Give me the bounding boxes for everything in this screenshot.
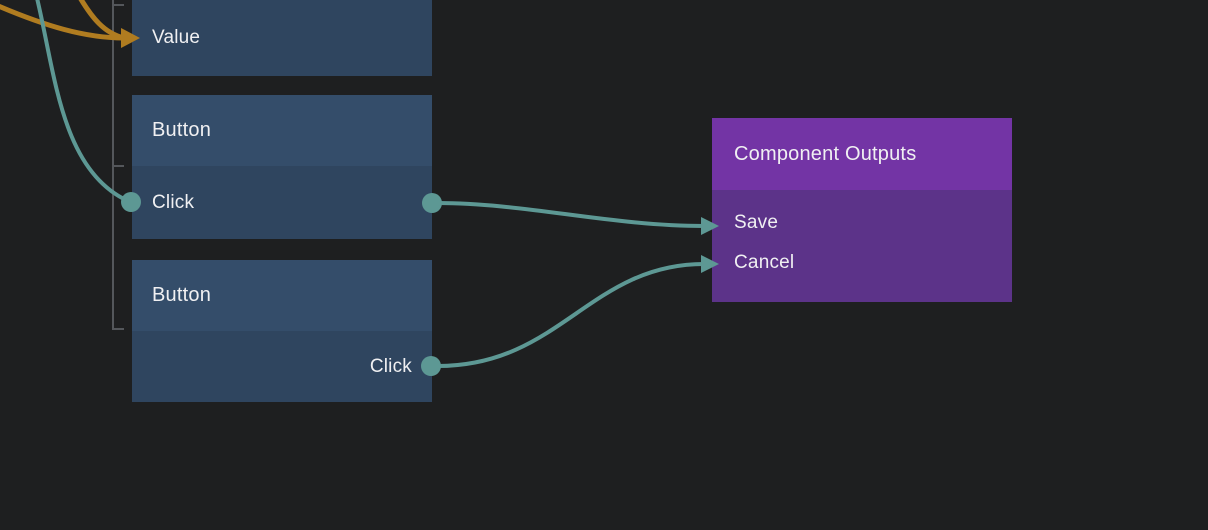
component-output-row-save[interactable]: Save [712, 203, 1012, 243]
node-button-1-title: Button [152, 119, 212, 141]
node-value[interactable]: Value [132, 0, 432, 76]
value-input-label: Value [152, 27, 201, 48]
node-button-2-header[interactable]: Button [132, 260, 432, 331]
wire-click-to-cancel[interactable] [437, 262, 705, 368]
wire-orange-into-value-2[interactable] [78, 0, 125, 41]
wire-orange-into-value-1[interactable] [0, 3, 125, 41]
component-output-row-cancel[interactable]: Cancel [712, 243, 1012, 283]
button-1-click-row[interactable]: Click [132, 166, 432, 239]
button-2-click-label: Click [369, 355, 412, 377]
node-component-outputs-header[interactable]: Component Outputs [712, 118, 1012, 190]
node-component-outputs-body: Save Cancel [712, 190, 1012, 302]
wire-click-to-save[interactable] [437, 201, 705, 228]
node-component-outputs[interactable]: Component Outputs Save Cancel [712, 118, 1012, 302]
component-output-cancel-label: Cancel [734, 252, 795, 273]
node-button-1-header[interactable]: Button [132, 95, 432, 166]
node-component-outputs-title: Component Outputs [734, 142, 917, 165]
component-output-save-label: Save [734, 212, 779, 233]
frame-guide-line [112, 0, 124, 330]
button-2-click-row[interactable]: Click [132, 331, 432, 402]
value-input-row[interactable]: Value [132, 0, 432, 76]
node-button-1[interactable]: Button Click [132, 95, 432, 239]
node-button-2[interactable]: Button Click [132, 260, 432, 402]
node-button-2-title: Button [152, 284, 212, 306]
button-1-click-label: Click [152, 191, 195, 213]
wire-teal-incoming-click[interactable] [35, 0, 129, 203]
